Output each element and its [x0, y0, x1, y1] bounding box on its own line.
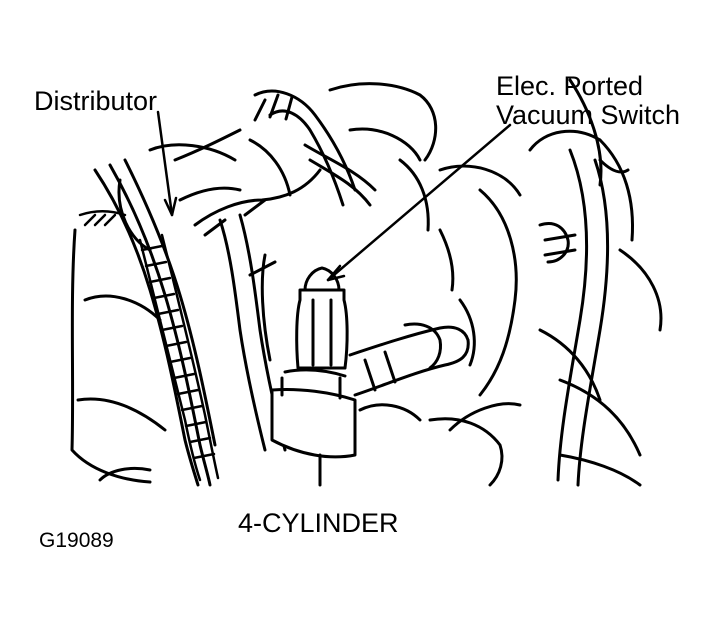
distributor-label: Distributor: [34, 86, 158, 116]
vacuum-hose-upper: [253, 89, 377, 207]
coolant-hose: [348, 322, 470, 397]
vacuum-switch-body: [270, 266, 357, 487]
engine-block-outline: [70, 82, 663, 487]
vacuum-switch-label-line1: Elec. Ported: [496, 71, 644, 101]
wiring-loom: [78, 210, 220, 482]
right-side-lines: [448, 78, 630, 487]
figure-id: G19089: [39, 529, 114, 552]
leader-lines: [156, 110, 512, 282]
figure-caption: 4-CYLINDER: [238, 508, 399, 538]
vacuum-switch-label-line2: Vacuum Switch: [496, 100, 681, 130]
distributor-wiring: [93, 128, 322, 487]
